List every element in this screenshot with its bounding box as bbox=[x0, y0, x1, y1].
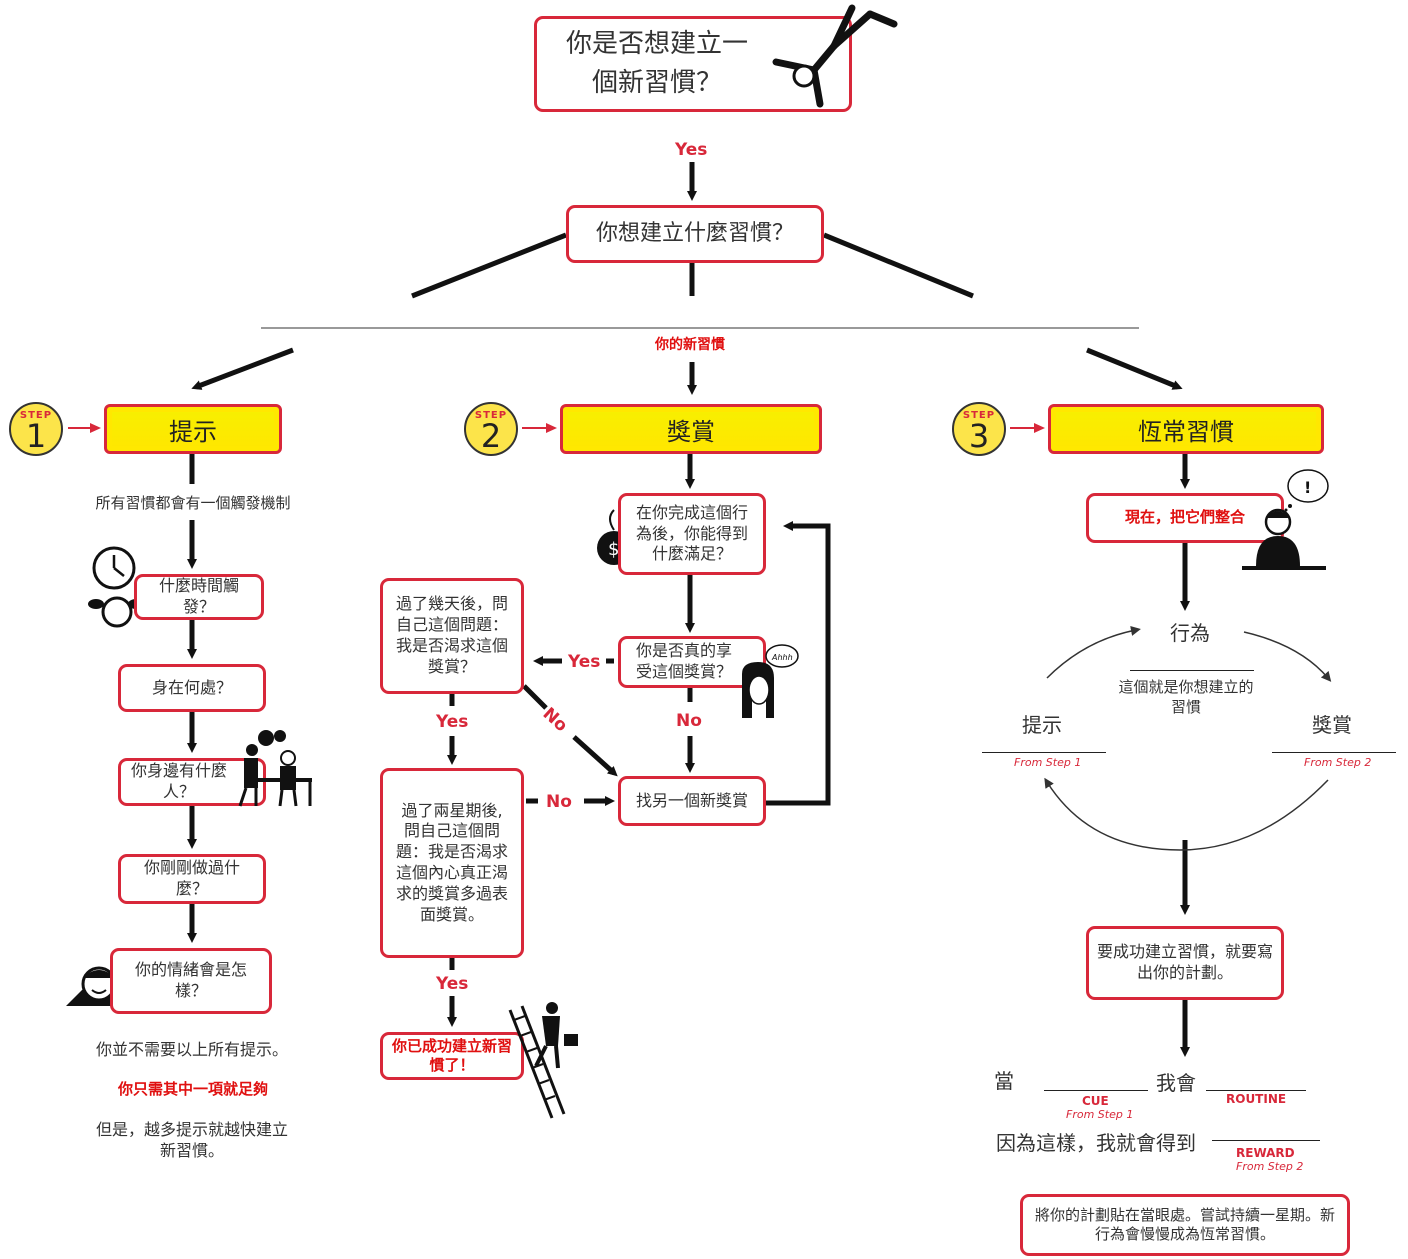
plan-i-will: 我會 bbox=[1156, 1071, 1196, 1095]
step1-number: 1 bbox=[25, 417, 47, 455]
step1-emotion-text: 你的情緒會是怎樣？ bbox=[134, 960, 247, 1000]
step3-number: 3 bbox=[968, 417, 990, 455]
ladder-climber-icon bbox=[506, 1000, 582, 1124]
step2-success-box: 你已成功建立新習慣了！ bbox=[380, 1032, 524, 1080]
step1-who-box: 你身邊有什麼人？ bbox=[118, 758, 266, 806]
step2-title: 獎賞 bbox=[667, 417, 715, 446]
step1-title: 提示 bbox=[169, 417, 217, 446]
step2-badge-label: STEP bbox=[474, 410, 508, 421]
new-habit-label: 你的新習慣 bbox=[655, 337, 725, 353]
loop-cue-from: From Step 1 bbox=[1014, 756, 1082, 769]
plan-because: 因為這樣，我就會得到 bbox=[996, 1131, 1196, 1155]
step2-few-days-box: 過了幾天後，問自己這個問題：我是否渴求這個獎賞？ bbox=[380, 578, 524, 694]
step2-satisfy-box: 在你完成這個行為後，你能得到什麼滿足？ bbox=[618, 493, 766, 575]
step2-reward-box: 獎賞 bbox=[560, 404, 822, 454]
svg-text:!: ! bbox=[1304, 478, 1311, 497]
loop-cue-label: 提示 bbox=[1022, 713, 1062, 737]
plan-cue-line bbox=[1044, 1090, 1148, 1091]
plan-reward-line bbox=[1212, 1140, 1320, 1141]
people-meeting-icon bbox=[234, 726, 318, 812]
yes-label-fewdays: Yes bbox=[436, 712, 469, 732]
what-habit-box: 你想建立什麼習慣？ bbox=[566, 205, 824, 263]
step3-routine-box: 恆常習慣 bbox=[1048, 404, 1324, 454]
step1-intro: 所有習慣都會有一個觸發機制 bbox=[95, 494, 291, 512]
step2-satisfy-text: 在你完成這個行為後，你能得到什麼滿足？ bbox=[635, 502, 748, 564]
step1-did-text: 你剛剛做過什麼？ bbox=[143, 858, 240, 898]
step1-where-box: 身在何處？ bbox=[118, 664, 266, 712]
step2-few-days-text: 過了幾天後，問自己這個問題：我是否渴求這個獎賞？ bbox=[395, 594, 508, 676]
speech-text: Ahhh bbox=[771, 653, 793, 662]
step2-number: 2 bbox=[480, 417, 502, 455]
step1-badge-label: STEP bbox=[19, 410, 53, 421]
step1-cue-box: 提示 bbox=[104, 404, 282, 454]
woman-enjoy-icon: Ahhh bbox=[738, 640, 802, 728]
plan-when: 當 bbox=[994, 1069, 1014, 1093]
loop-behavior-label: 行為 bbox=[1170, 621, 1210, 645]
loop-reward-line bbox=[1272, 752, 1396, 753]
step3-combine-text: 現在，把它們整合 bbox=[1124, 508, 1245, 527]
step2-find-other-box: 找另一個新獎賞 bbox=[618, 776, 766, 826]
plan-reward-cap: REWARD bbox=[1236, 1146, 1295, 1160]
loop-behavior-desc: 這個就是你想建立的習慣 bbox=[1118, 678, 1254, 716]
plan-reward-from: From Step 2 bbox=[1236, 1160, 1304, 1173]
yes-label-top: Yes bbox=[675, 140, 708, 160]
yes-label-twoweeks: Yes bbox=[436, 974, 469, 994]
step2-enjoy-text: 你是否真的享受這個獎賞？ bbox=[635, 641, 732, 681]
new-habit-question: 你是否想建立一個新習慣？ bbox=[565, 29, 748, 98]
step2-enjoy-box: 你是否真的享受這個獎賞？ bbox=[618, 636, 766, 688]
what-habit-text: 你想建立什麼習慣？ bbox=[595, 220, 794, 246]
step3-combine-box: 現在，把它們整合 bbox=[1086, 493, 1284, 543]
step3-title: 恆常習慣 bbox=[1138, 417, 1234, 446]
step1-note3: 但是，越多提示就越快建立新習慣。 bbox=[95, 1120, 288, 1160]
step1-who-text: 你身邊有什麼人？ bbox=[130, 761, 227, 801]
step1-note1: 你並不需要以上所有提示。 bbox=[95, 1040, 288, 1059]
step1-where-text: 身在何處？ bbox=[151, 677, 232, 697]
step3-plan-text: 要成功建立習慣，就要寫出你的計劃。 bbox=[1097, 942, 1274, 982]
step3-final-box: 將你的計劃貼在當眼處。嘗試持續一星期。新行為會慢慢成為恆常習慣。 bbox=[1020, 1194, 1350, 1256]
plan-routine-cap: ROUTINE bbox=[1226, 1092, 1287, 1106]
loop-cue-line bbox=[982, 752, 1106, 753]
plan-cue-from: From Step 1 bbox=[1066, 1108, 1134, 1121]
loop-behavior-line bbox=[1130, 670, 1254, 671]
loop-reward-from: From Step 2 bbox=[1304, 756, 1372, 769]
step1-time-text: 什麼時間觸發？ bbox=[158, 576, 239, 616]
step2-success-text: 你已成功建立新習慣了！ bbox=[391, 1036, 512, 1075]
step3-badge: STEP 3 bbox=[952, 402, 1006, 456]
plan-cue-cap: CUE bbox=[1082, 1094, 1109, 1108]
step3-final-text: 將你的計劃貼在當眼處。嘗試持續一星期。新行為會慢慢成為恆常習慣。 bbox=[1034, 1205, 1335, 1244]
step2-two-weeks-box: 過了兩星期後, 問自己這個問題：我是否渴求這個內心真正渴求的獎賞多過表面獎賞。 bbox=[380, 768, 524, 958]
no-label-twoweeks: No bbox=[546, 792, 572, 812]
loop-reward-label: 獎賞 bbox=[1312, 713, 1352, 737]
step1-time-box: 什麼時間觸發？ bbox=[134, 574, 264, 620]
step3-badge-label: STEP bbox=[962, 410, 996, 421]
step2-two-weeks-text: 過了兩星期後, 問自己這個問題：我是否渴求這個內心真正渴求的獎賞多過表面獎賞。 bbox=[395, 800, 508, 924]
step1-emotion-box: 你的情緒會是怎樣？ bbox=[110, 948, 272, 1014]
falling-person-icon bbox=[770, 0, 910, 118]
step1-note2: 你只需其中一項就足夠 bbox=[117, 1080, 268, 1098]
no-label-enjoy: No bbox=[676, 711, 702, 731]
step2-find-other-text: 找另一個新獎賞 bbox=[635, 790, 748, 810]
new-habit-question-box: 你是否想建立一個新習慣？ bbox=[534, 16, 852, 112]
svg-text:$: $ bbox=[608, 539, 619, 560]
step1-badge: STEP 1 bbox=[9, 402, 63, 456]
clock-girl-icon bbox=[84, 546, 144, 632]
step1-did-box: 你剛剛做過什麼？ bbox=[118, 854, 266, 904]
step2-badge: STEP 2 bbox=[464, 402, 518, 456]
plan-routine-line bbox=[1206, 1090, 1306, 1091]
step3-plan-box: 要成功建立習慣，就要寫出你的計劃。 bbox=[1086, 926, 1284, 1000]
yes-label-enjoy: Yes bbox=[568, 652, 601, 672]
thinking-person-icon: ! bbox=[1240, 466, 1332, 580]
